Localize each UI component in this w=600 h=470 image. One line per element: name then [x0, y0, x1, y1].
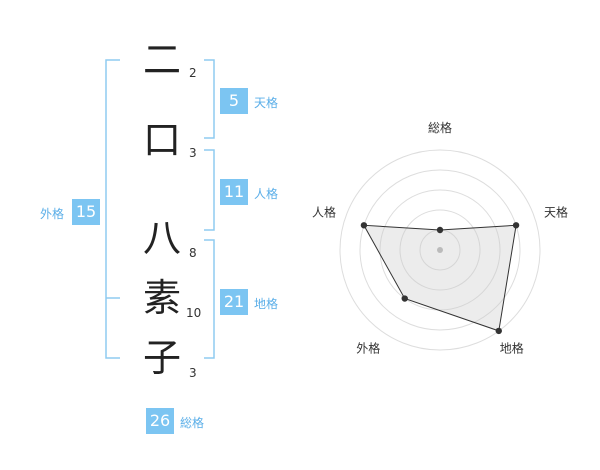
radar-grid-ring	[339, 149, 541, 351]
tenkaku-bracket	[204, 59, 215, 139]
radar-axis-label: 総格	[428, 120, 452, 135]
radar-data-point	[512, 222, 520, 229]
radar-grid-ring	[359, 169, 521, 331]
stroke-count-5: 3	[189, 366, 197, 380]
radar-axis-label: 天格	[544, 204, 568, 219]
radar-grid-ring	[399, 209, 481, 291]
radar-data-point	[436, 226, 444, 234]
soukaku-value: 26	[146, 408, 174, 434]
jinkaku-bracket	[204, 149, 215, 231]
jinkaku-label: 人格	[254, 187, 279, 201]
radar-axis-label: 地格	[500, 341, 524, 356]
soukaku-label: 総格	[180, 416, 205, 430]
radar-grid-ring	[379, 189, 501, 311]
chikaku-label: 地格	[254, 297, 279, 311]
radar-data-point	[401, 295, 408, 302]
radar-axis-label: 外格	[356, 341, 380, 356]
tenkaku-label: 天格	[254, 96, 279, 110]
jinkaku-value: 11	[220, 179, 248, 205]
name-char-4: 素	[142, 276, 181, 320]
radar-data-point	[495, 327, 502, 335]
chikaku-value: 21	[220, 289, 248, 315]
radar-data-point	[360, 222, 368, 229]
stroke-count-3: 8	[189, 246, 197, 260]
stroke-count-4: 10	[186, 306, 202, 320]
tenkaku-value: 5	[220, 88, 248, 114]
name-char-5: 子	[142, 336, 181, 380]
name-char-3: 八	[142, 216, 181, 260]
name-char-2: 口	[142, 118, 181, 162]
stroke-count-1: 2	[189, 66, 197, 80]
radar-axis-label: 人格	[312, 204, 336, 219]
stroke-count-2: 3	[189, 146, 197, 160]
gaikaku-label: 外格	[40, 207, 65, 221]
name-char-1: 二	[142, 38, 181, 82]
radar-center-dot	[437, 247, 443, 253]
outer-bracket	[105, 59, 120, 359]
radar-series-area	[363, 224, 517, 332]
chikaku-bracket	[204, 239, 215, 359]
gaikaku-value: 15	[72, 199, 100, 225]
